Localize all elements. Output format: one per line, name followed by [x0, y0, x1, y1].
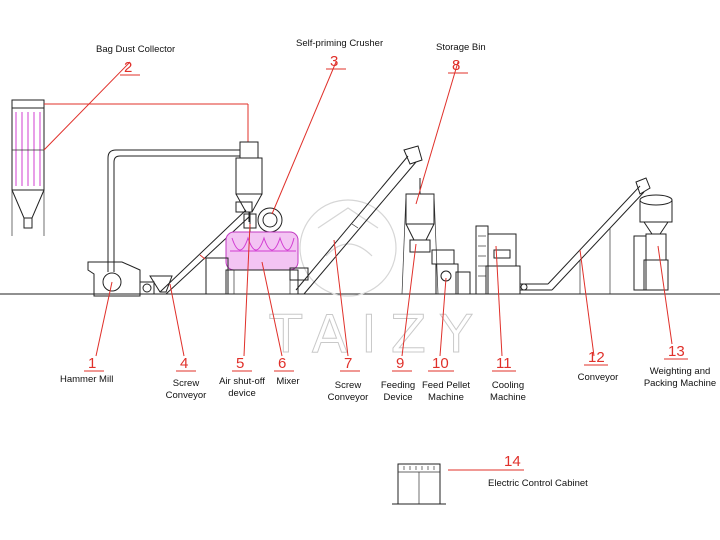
- callout-number-7: 7: [344, 355, 352, 372]
- callout-number-1: 1: [88, 355, 96, 372]
- label-line: Electric Control Cabinet: [488, 478, 588, 489]
- cooling-machine-drawing: [475, 225, 521, 295]
- hammer-mill-drawing: [87, 261, 155, 297]
- label-line: Air shut-off: [219, 376, 265, 387]
- label-line: Cooling: [492, 380, 524, 391]
- callout-number-11: 11: [496, 355, 512, 372]
- label-line: Conveyor: [166, 390, 207, 401]
- label-line: Device: [383, 392, 412, 403]
- label-line: Feeding: [381, 380, 415, 391]
- label-line: Hammer Mill: [60, 374, 113, 385]
- watermark-text: TAIZY: [269, 305, 486, 365]
- bag-dust-collector-drawing: [11, 99, 249, 236]
- label-hammer-mill: Hammer Mill: [60, 374, 113, 385]
- callout-number-4: 4: [180, 355, 188, 372]
- callout-number-14: 14: [504, 453, 521, 470]
- label-line: Machine: [490, 392, 526, 403]
- label-line: device: [228, 388, 255, 399]
- callout-number-6: 6: [278, 355, 286, 372]
- storage-bin-drawing: [401, 178, 439, 295]
- label-line: Packing Machine: [644, 378, 716, 389]
- label-line: Storage Bin: [436, 42, 486, 53]
- screw-conveyor-left-drawing: [149, 201, 253, 295]
- cyclone-drawing: [107, 141, 263, 272]
- conveyor-drawing: [520, 177, 651, 294]
- label-line: Screw: [173, 378, 200, 389]
- callout-number-3: 3: [330, 53, 338, 70]
- watermark: TAIZY: [269, 199, 486, 366]
- callout-number-10: 10: [432, 355, 449, 372]
- callout-numbers: 2 3 8 1 4 5 6 7 9 10 11 12 13 14: [84, 53, 688, 471]
- label-line: Screw: [335, 380, 362, 391]
- callout-leaders: [43, 61, 673, 471]
- label-electric-control-cabinet: Electric Control Cabinet: [488, 478, 588, 489]
- label-bag-dust-collector: Bag Dust Collector: [96, 44, 175, 55]
- callout-number-5: 5: [236, 355, 244, 372]
- label-self-priming-crusher: Self-priming Crusher: [296, 38, 383, 49]
- label-conveyor: Conveyor: [578, 372, 619, 383]
- screw-conveyor-center-drawing: [289, 145, 423, 295]
- callout-number-13: 13: [668, 343, 685, 360]
- label-line: Bag Dust Collector: [96, 44, 175, 55]
- callout-number-12: 12: [588, 349, 605, 366]
- callout-number-9: 9: [396, 355, 404, 372]
- label-storage-bin: Storage Bin: [436, 42, 486, 53]
- label-line: Weighting and: [650, 366, 711, 377]
- label-line: Self-priming Crusher: [296, 38, 383, 49]
- callout-number-8: 8: [452, 57, 460, 74]
- label-line: Conveyor: [328, 392, 369, 403]
- electric-control-cabinet-drawing: [392, 463, 446, 505]
- label-line: Feed Pellet: [422, 380, 470, 391]
- label-line: Conveyor: [578, 372, 619, 383]
- packing-machine-drawing: [628, 194, 676, 295]
- label-mixer: Mixer: [276, 376, 299, 387]
- feed-pellet-machine-drawing: [431, 249, 471, 295]
- mixer-drawing: [205, 231, 299, 295]
- component-labels: Bag Dust Collector Self-priming Crusher …: [60, 38, 716, 489]
- callout-number-2: 2: [124, 59, 132, 76]
- label-line: Machine: [428, 392, 464, 403]
- label-line: Mixer: [276, 376, 299, 387]
